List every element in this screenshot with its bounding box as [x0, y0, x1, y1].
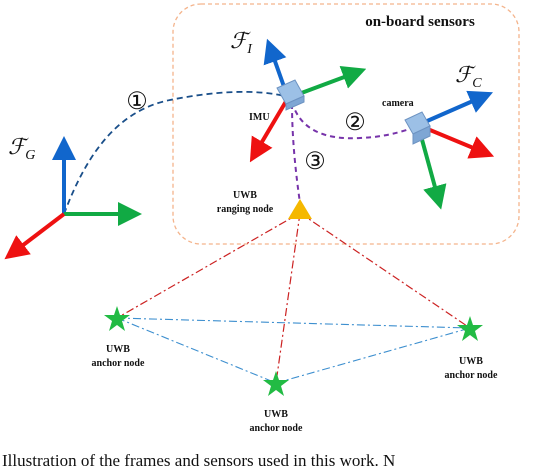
- anchor-star-right: [457, 316, 483, 341]
- global-to-imu-path: [63, 91, 289, 215]
- anchor-right-label-line1: UWB: [459, 356, 483, 367]
- camera-sensor-icon: [404, 111, 431, 145]
- camera-frame-label: ℱC: [455, 62, 482, 91]
- global-frame-label: ℱG: [8, 134, 35, 163]
- anchor-star-left: [104, 306, 130, 331]
- anchor-right-label-line2: anchor node: [445, 370, 498, 381]
- ranging-lines: [116, 212, 471, 384]
- ranging-node-label-line2: ranging node: [217, 204, 274, 215]
- global-frame-axes: [4, 136, 142, 260]
- ranging-node-label-line1: UWB: [233, 190, 257, 201]
- anchor-star-bottom: [263, 371, 289, 396]
- anchor-left-label-line2: anchor node: [92, 358, 145, 369]
- anchor-lines: [116, 317, 471, 384]
- camera-label: camera: [382, 98, 414, 109]
- camera-frame-axes: [416, 90, 495, 210]
- imu-frame-label: ℱI: [230, 28, 253, 57]
- imu-to-camera-path: [291, 101, 414, 140]
- figure-caption: Illustration of the frames and sensors u…: [2, 451, 395, 466]
- onboard-sensors-box: [172, 3, 520, 245]
- imu-to-ranging-path: [291, 103, 301, 204]
- anchor-bottom-label-line2: anchor node: [250, 423, 303, 434]
- step-1-marker: ①: [126, 89, 148, 115]
- onboard-sensors-title: on-board sensors: [365, 14, 475, 30]
- anchor-bottom-label-line1: UWB: [264, 409, 288, 420]
- ranging-node-marker: [288, 199, 312, 219]
- step-3-marker: ③: [304, 149, 326, 175]
- step-2-marker: ②: [344, 110, 366, 136]
- imu-sensor-icon: [276, 79, 305, 111]
- anchor-left-label-line1: UWB: [106, 344, 130, 355]
- imu-label: IMU: [249, 112, 270, 123]
